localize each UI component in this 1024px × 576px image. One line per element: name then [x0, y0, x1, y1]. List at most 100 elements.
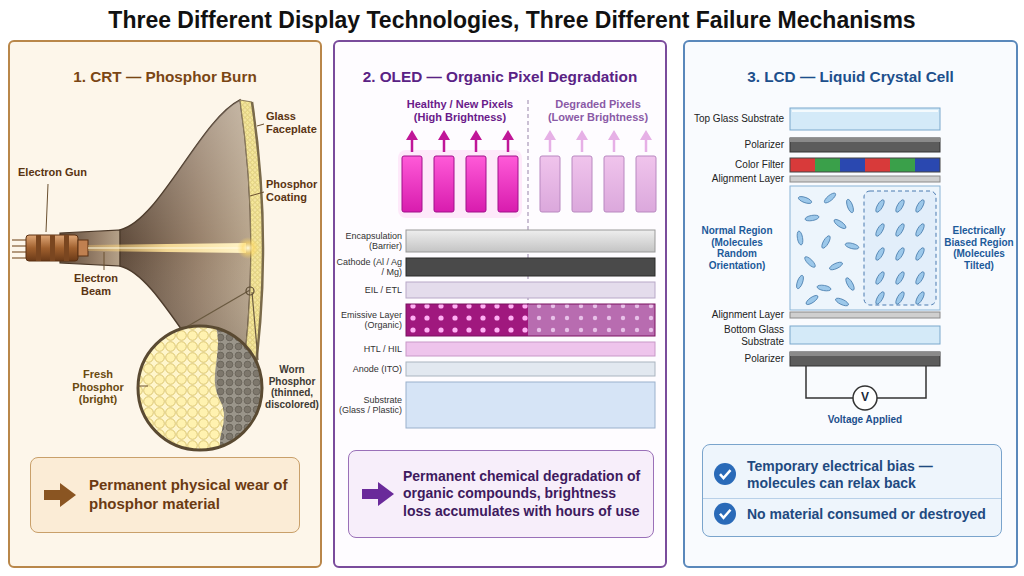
voltage-circuit	[806, 366, 926, 410]
liquid-crystal-molecules	[833, 218, 847, 230]
leader-line	[104, 252, 105, 270]
oled-pixels	[604, 156, 624, 212]
liquid-crystal-molecules	[874, 247, 886, 262]
oled-pixels	[636, 156, 656, 212]
liquid-crystal-molecules	[798, 195, 813, 205]
electron-beam	[88, 247, 246, 248]
part-label: Bottom Glass Substrate	[690, 324, 784, 347]
liquid-crystal-molecules	[817, 284, 832, 292]
lcd-layer-stack	[790, 108, 940, 130]
phosphor-magnifier	[252, 292, 258, 360]
liquid-crystal-molecules	[835, 297, 850, 308]
liquid-crystal-molecules	[914, 223, 926, 238]
check-icon	[720, 470, 731, 478]
liquid-crystal-molecules	[894, 223, 906, 238]
electron-gun	[36, 235, 41, 261]
summary-checklist: Temporary electrical bias — molecules ca…	[702, 444, 1002, 537]
electron-beam	[88, 243, 246, 253]
liquid-crystal-molecules	[894, 247, 906, 262]
arrow-icon	[44, 483, 76, 507]
panel-ground	[683, 40, 1018, 568]
lcd-layer-stack	[790, 158, 940, 172]
oled-layer-stack	[406, 382, 655, 428]
part-label: Phosphor Coating	[266, 178, 320, 203]
part-label: Alignment Layer	[690, 173, 784, 185]
oled-pixels	[498, 156, 518, 212]
diagram-title: Three Different Display Technologies, Th…	[0, 1, 1024, 39]
summary-text: No material consumed or destroyed	[703, 498, 1001, 530]
liquid-crystal-molecules	[874, 199, 886, 214]
check-icon	[720, 510, 731, 518]
check-icons	[703, 445, 747, 535]
leader-line	[46, 184, 48, 232]
lcd-layer-stack	[790, 176, 940, 182]
part-label: Polarizer	[690, 353, 784, 365]
liquid-crystal-molecules	[805, 214, 820, 222]
part-label: Healthy / New Pixels (High Brightness)	[400, 98, 520, 123]
liquid-crystal-molecules	[874, 223, 886, 238]
part-label: Degraded Pixels (Lower Brightness)	[538, 98, 658, 123]
liquid-crystal-molecules	[805, 294, 819, 306]
lcd-layer-stack	[890, 158, 915, 172]
oled-layer-stack	[406, 304, 528, 336]
phosphor-magnifier	[138, 326, 262, 450]
voltage-circuit	[853, 386, 877, 410]
liquid-crystal-molecules	[845, 199, 855, 214]
oled-pixels	[398, 100, 656, 336]
lcd-layer-stack	[915, 158, 940, 172]
part-label: Color Filter	[690, 159, 784, 171]
leader-line	[250, 192, 264, 196]
lcd-layer-stack	[790, 352, 940, 366]
liquid-crystal-molecules	[894, 271, 906, 286]
oled-pixels	[406, 130, 514, 140]
phosphor-magnifier	[136, 287, 266, 456]
lcd-layer-stack	[790, 312, 940, 318]
lcd-layer-stack	[790, 326, 940, 344]
part-label: Normal Region (Molecules Random Orientat…	[690, 225, 784, 271]
part-label: Electrically Biased Region (Molecules Ti…	[944, 225, 1014, 271]
electron-gun	[50, 235, 55, 261]
electron-beam	[237, 237, 259, 259]
lcd-layer-stack	[790, 138, 940, 142]
liquid-crystal-molecules	[914, 247, 926, 262]
lcd-layer-stack	[790, 138, 940, 152]
panel-heading: 1. CRT — Phosphor Burn	[10, 42, 320, 88]
phosphor-magnifier	[246, 287, 254, 295]
arrow-icon	[43, 481, 77, 509]
oled-pixels	[527, 100, 528, 336]
check-icon	[714, 503, 736, 525]
oled-layer-stack	[406, 342, 655, 356]
liquid-crystal-molecules	[844, 277, 856, 292]
liquid-crystal-molecules	[795, 192, 926, 308]
lcd-layer-stack	[864, 191, 936, 305]
lcd-layer-stack	[865, 158, 890, 172]
lcd-layer-stack	[840, 158, 865, 172]
part-label: Emissive Layer (Organic)	[335, 310, 402, 331]
part-label: Encapsulation (Barrier)	[335, 231, 402, 252]
leader-line	[46, 124, 264, 386]
part-label: Polarizer	[690, 139, 784, 151]
oled-layer-stack	[406, 304, 655, 336]
lcd-layer-stack	[790, 108, 940, 366]
oled-pixels	[402, 156, 422, 212]
arrow-icon	[362, 482, 394, 506]
arrow-icon	[361, 480, 395, 508]
summary-text: Permanent chemical degradation of organi…	[403, 468, 643, 521]
liquid-crystal-molecules	[845, 242, 860, 251]
oled-pixels	[466, 156, 486, 212]
part-label: Anode (ITO)	[335, 364, 402, 374]
part-label: EIL / ETL	[335, 285, 402, 295]
check-icon	[714, 463, 736, 485]
oled-pixels	[398, 150, 522, 218]
lcd-layer-stack	[815, 158, 840, 172]
liquid-crystal-molecules	[874, 291, 886, 306]
liquid-crystal-molecules	[914, 199, 926, 214]
liquid-crystal-molecules	[820, 235, 832, 250]
electron-beam	[88, 237, 259, 259]
electron-gun	[78, 240, 88, 256]
panel-heading: 2. OLED — Organic Pixel Degradation	[335, 42, 665, 88]
part-label: Electron Gun	[18, 166, 114, 179]
